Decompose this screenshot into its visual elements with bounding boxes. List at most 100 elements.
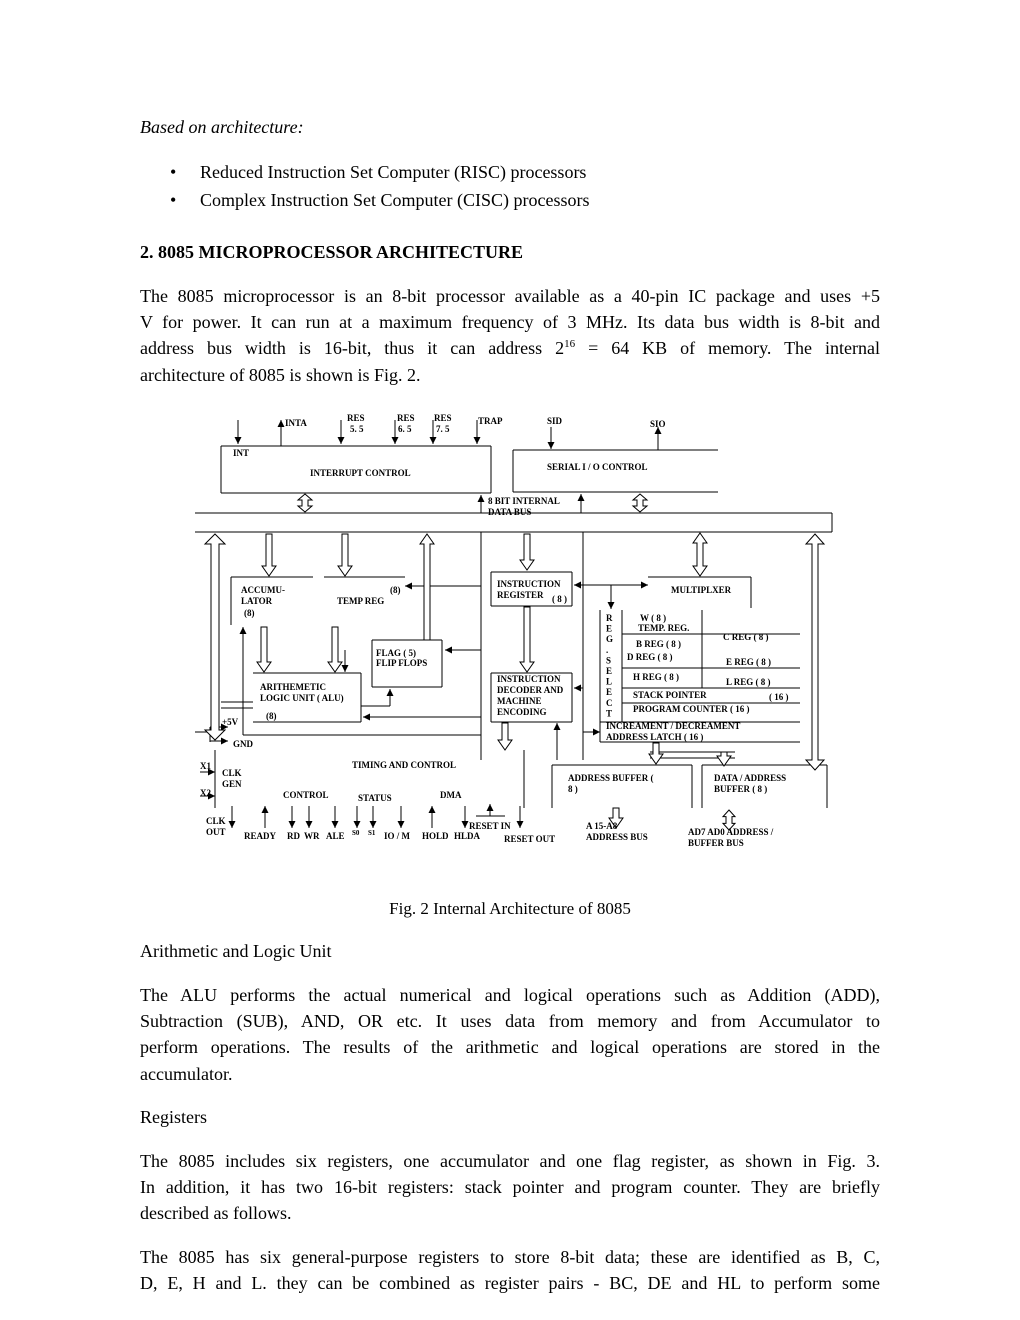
reg-select-letter: C xyxy=(606,698,613,708)
bus-label-2: DATA BUS xyxy=(488,507,531,517)
temp-reg-label: TEMP REG xyxy=(337,596,384,606)
double-arrow-icon xyxy=(296,493,314,513)
c-reg-label: C REG ( 8 ) xyxy=(723,632,769,642)
serial-control-label: SERIAL I / O CONTROL xyxy=(547,462,648,472)
reg-select-letter: . xyxy=(606,645,608,655)
w-reg-label: W ( 8 ) xyxy=(640,613,666,623)
bus-label: 8 BIT INTERNAL xyxy=(488,496,560,506)
hollow-arrow-icon xyxy=(497,722,513,751)
hollow-arrow-icon xyxy=(519,533,535,571)
double-arrow-icon xyxy=(203,533,227,741)
arrow-head-icon xyxy=(574,581,581,589)
reg-select-letter: E xyxy=(606,624,612,634)
alu-size: (8) xyxy=(266,711,277,721)
l-reg-label: L REG ( 8 ) xyxy=(726,677,771,687)
arrow-head-icon xyxy=(473,437,481,444)
label-res65-num: 6. 5 xyxy=(398,424,412,434)
list-item-text: Complex Instruction Set Computer (CISC) … xyxy=(200,190,590,210)
text-segment: address bus width is 16-bit, thus it can… xyxy=(140,338,565,359)
ir-label-2: REGISTER xyxy=(497,590,544,600)
hollow-arrow-icon xyxy=(337,533,353,577)
arrow-head-icon xyxy=(386,689,394,696)
label-res55-num: 5. 5 xyxy=(350,424,364,434)
decoder-label-3: MACHINE xyxy=(497,696,542,706)
reg-select-letter: L xyxy=(606,677,612,687)
paragraph-general-registers: The 8085 has six general-purpose registe… xyxy=(140,1244,880,1296)
reg-select-letter: G xyxy=(606,634,613,644)
io-m-label: IO / M xyxy=(384,831,411,841)
hold-label: HOLD xyxy=(422,831,449,841)
double-arrow-icon xyxy=(804,533,826,771)
label-res75-num: 7. 5 xyxy=(436,424,450,434)
label-5v: +5V xyxy=(222,717,239,727)
alu-label-2: LOGIC UNIT ( ALU) xyxy=(260,693,344,703)
hollow-arrow-icon xyxy=(648,742,664,765)
arrow-head-icon xyxy=(305,821,313,828)
label-res75: RES xyxy=(434,413,452,423)
label-inta: INTA xyxy=(285,418,307,428)
text-line: architecture of 8085 is shown is Fig. 2. xyxy=(140,364,421,385)
arrow-head-icon xyxy=(221,723,228,731)
data-buffer-size: BUFFER ( 8 ) xyxy=(714,784,767,794)
hlda-label: HLDA xyxy=(454,831,481,841)
ir-label: INSTRUCTION xyxy=(497,579,561,589)
arrow-head-icon xyxy=(641,581,648,589)
text-line: The 8085 has six general-purpose registe… xyxy=(140,1247,880,1267)
arrow-head-icon xyxy=(208,792,215,800)
arrow-head-icon xyxy=(577,494,585,501)
arrow-head-icon xyxy=(261,806,269,813)
stack-pointer-size: ( 16 ) xyxy=(769,692,789,702)
alu-label: ARITHEMETIC xyxy=(260,682,326,692)
rd-label: RD xyxy=(287,831,300,841)
temp-reg-size: (8) xyxy=(390,585,401,595)
arrow-head-icon xyxy=(288,821,296,828)
arrow-head-icon xyxy=(654,427,662,434)
arrow-head-icon xyxy=(208,768,215,776)
hollow-arrow-icon xyxy=(519,606,535,673)
text-line: D, E, H and L. they can be combined as r… xyxy=(140,1273,880,1294)
clk-gen-label: CLK xyxy=(222,768,242,778)
data-buffer-label: DATA / ADDRESS xyxy=(714,773,786,783)
text-line: V for power. It can run at a maximum fre… xyxy=(140,312,880,333)
registers-heading: Registers xyxy=(140,1107,207,1127)
hollow-arrow-icon xyxy=(716,751,732,767)
label-sio: SIO xyxy=(650,419,666,429)
program-counter-label: PROGRAM COUNTER ( 16 ) xyxy=(633,704,750,714)
hollow-arrow-icon xyxy=(261,533,277,577)
accumulator-label: ACCUMU- xyxy=(241,585,285,595)
text-line: In addition, it has two 16-bit registers… xyxy=(140,1177,880,1198)
ready-label: READY xyxy=(244,831,277,841)
arrow-head-icon xyxy=(593,728,600,736)
stack-pointer-label: STACK POINTER xyxy=(633,690,707,700)
arrow-head-icon xyxy=(228,821,236,828)
label-res65: RES xyxy=(397,413,415,423)
arrow-head-icon xyxy=(516,821,524,828)
decoder-label-4: ENCODING xyxy=(497,707,547,717)
d-reg-label: D REG ( 8 ) xyxy=(627,652,673,662)
text-line: The 8085 microprocessor is an 8-bit proc… xyxy=(140,286,880,306)
s1-label: S1 xyxy=(368,829,376,837)
arrow-head-icon xyxy=(221,737,228,745)
e-reg-label: E REG ( 8 ) xyxy=(726,657,771,667)
flag-label: FLAG ( 5) xyxy=(376,648,416,658)
section-title: 2. 8085 MICROPROCESSOR ARCHITECTURE xyxy=(140,242,524,262)
text-line: accumulator. xyxy=(140,1063,233,1084)
arrow-head-icon xyxy=(369,821,377,828)
b-reg-label: B REG ( 8 ) xyxy=(636,639,681,649)
reg-select-letter: T xyxy=(606,708,612,718)
label-int: INT xyxy=(233,448,249,458)
multiplexer-label: MULTIPLXER xyxy=(671,585,732,595)
h-reg-label: H REG ( 8 ) xyxy=(633,672,679,682)
hollow-arrow-icon xyxy=(419,533,435,641)
text-line: The ALU performs the actual numerical an… xyxy=(140,985,880,1005)
double-arrow-icon xyxy=(631,493,649,513)
arrow-head-icon xyxy=(337,437,345,444)
address-buffer-label: ADDRESS BUFFER ( xyxy=(568,773,654,783)
address-bus-lines-label: A 15-A8 xyxy=(586,821,618,831)
paragraph-alu: The ALU performs the actual numerical an… xyxy=(140,982,880,1087)
text-line: perform operations. The results of the a… xyxy=(140,1037,880,1058)
hollow-arrow-icon xyxy=(256,626,272,673)
address-buffer-size: 8 ) xyxy=(568,784,578,794)
arrow-head-icon xyxy=(331,821,339,828)
bullet-icon: • xyxy=(170,190,177,210)
